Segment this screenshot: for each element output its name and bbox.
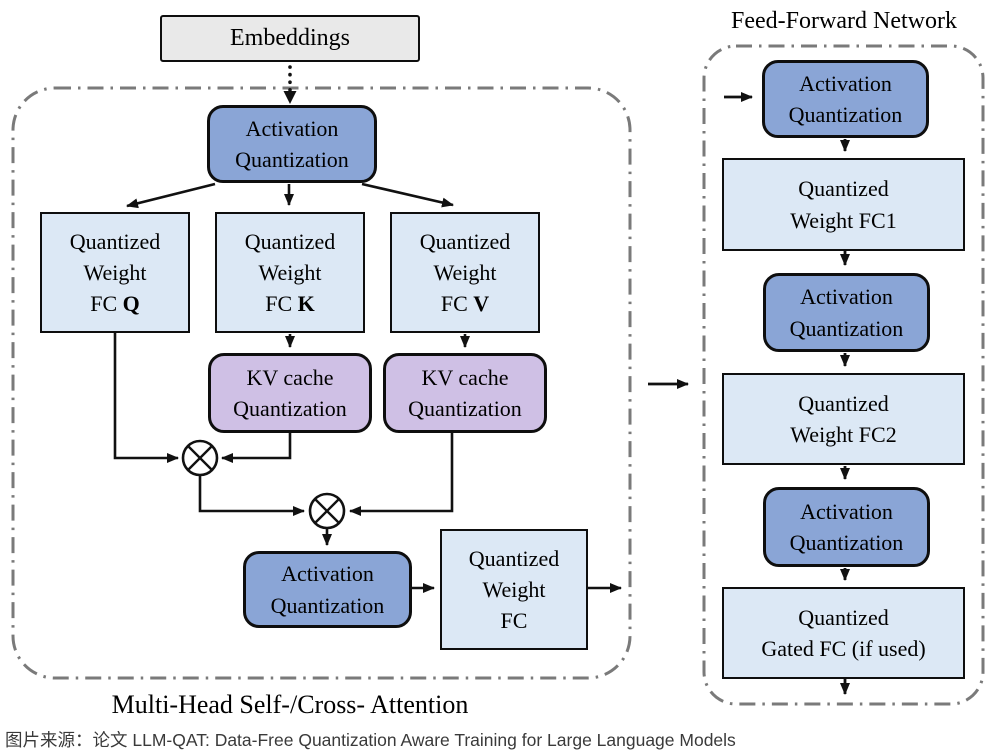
label-line: Gated FC (if used) — [761, 636, 926, 661]
label-line: Quantized — [798, 604, 889, 630]
label-line: Weight FC2 — [790, 422, 897, 447]
ffn-activation-quant-2-box: Activation Quantization — [763, 273, 930, 352]
label-line: Quantized — [468, 545, 560, 571]
wire-fcq-to-matmul1 — [113, 333, 179, 463]
ffn-activation-quant-3-box: Activation Quantization — [763, 487, 930, 567]
quantized-weight-fc-box: Quantized Weight FC — [440, 529, 588, 650]
label-line: Quantization — [233, 396, 347, 421]
label-line: Activation — [800, 284, 893, 310]
label-line: Quantized — [419, 228, 511, 254]
matmul-operator-icon — [308, 492, 346, 530]
label-line: Weight — [258, 259, 322, 285]
ffn-fc2-box: Quantized Weight FC2 — [722, 373, 965, 465]
label-line: Weight FC1 — [790, 207, 897, 233]
fc-v-box: Quantized Weight FC V — [390, 212, 540, 333]
attention-activation-quant-bottom-box: Activation Quantization — [243, 551, 412, 628]
embeddings-box: Embeddings — [160, 15, 420, 62]
label-line: Quantization — [408, 396, 522, 421]
label-line: Quantization — [270, 592, 385, 618]
arrowhead-embeddings — [283, 91, 297, 104]
fc-q-box: Quantized Weight FC Q — [40, 212, 190, 333]
attention-section-title: Multi-Head Self-/Cross- Attention — [111, 690, 469, 719]
label-line: Quantized — [798, 390, 889, 416]
attention-container-border — [11, 86, 632, 680]
label-line: FC V — [440, 291, 490, 317]
ffn-section-title: Feed-Forward Network — [731, 8, 957, 34]
label-line: Quantization — [789, 315, 904, 341]
wire-kvcachek-to-matmul1 — [221, 433, 292, 463]
arrow-actquant-to-fcq — [126, 182, 216, 209]
arrow-actquant-to-fcv — [361, 182, 454, 208]
ffn-fc1-box: Quantized Weight FC1 — [722, 158, 965, 251]
label-line: Quantized — [798, 176, 889, 202]
label-line: Quantization — [235, 147, 349, 172]
kv-cache-quant-k-box: KV cache Quantization — [208, 353, 372, 433]
label-line: Activation — [800, 498, 893, 524]
image-source-caption: 图片来源：论文 LLM-QAT: Data-Free Quantization … — [5, 730, 736, 750]
ffn-container-border — [702, 44, 985, 706]
label-line: KV cache — [421, 364, 509, 390]
label-line: KV cache — [246, 364, 334, 390]
label-line: FC — [500, 608, 528, 634]
label-line: Activation — [245, 115, 339, 141]
wire-matmul1-to-matmul2 — [198, 475, 305, 516]
ffn-activation-quant-1-box: Activation Quantization — [762, 60, 929, 138]
label-line: Activation — [281, 561, 374, 587]
label-line: Weight — [433, 259, 497, 285]
label-line: Quantized — [69, 228, 161, 254]
ffn-gated-fc-box: Quantized Gated FC (if used) — [722, 587, 965, 679]
label-line: Weight — [482, 576, 546, 602]
wire-kvcachev-to-matmul2 — [349, 433, 454, 516]
matmul-operator-icon — [181, 439, 219, 477]
label-line: FC Q — [90, 291, 140, 317]
label-line: Activation — [799, 70, 892, 96]
attention-activation-quant-top-box: Activation Quantization — [207, 105, 377, 183]
label-line: Quantization — [789, 530, 904, 555]
label-line: Quantization — [788, 102, 903, 127]
fc-k-box: Quantized Weight FC K — [215, 212, 365, 333]
kv-cache-quant-v-box: KV cache Quantization — [383, 353, 547, 433]
embeddings-label: Embeddings — [230, 25, 350, 52]
label-line: Weight — [83, 259, 147, 285]
label-line: Quantized — [244, 228, 336, 254]
label-line: FC K — [265, 291, 315, 317]
